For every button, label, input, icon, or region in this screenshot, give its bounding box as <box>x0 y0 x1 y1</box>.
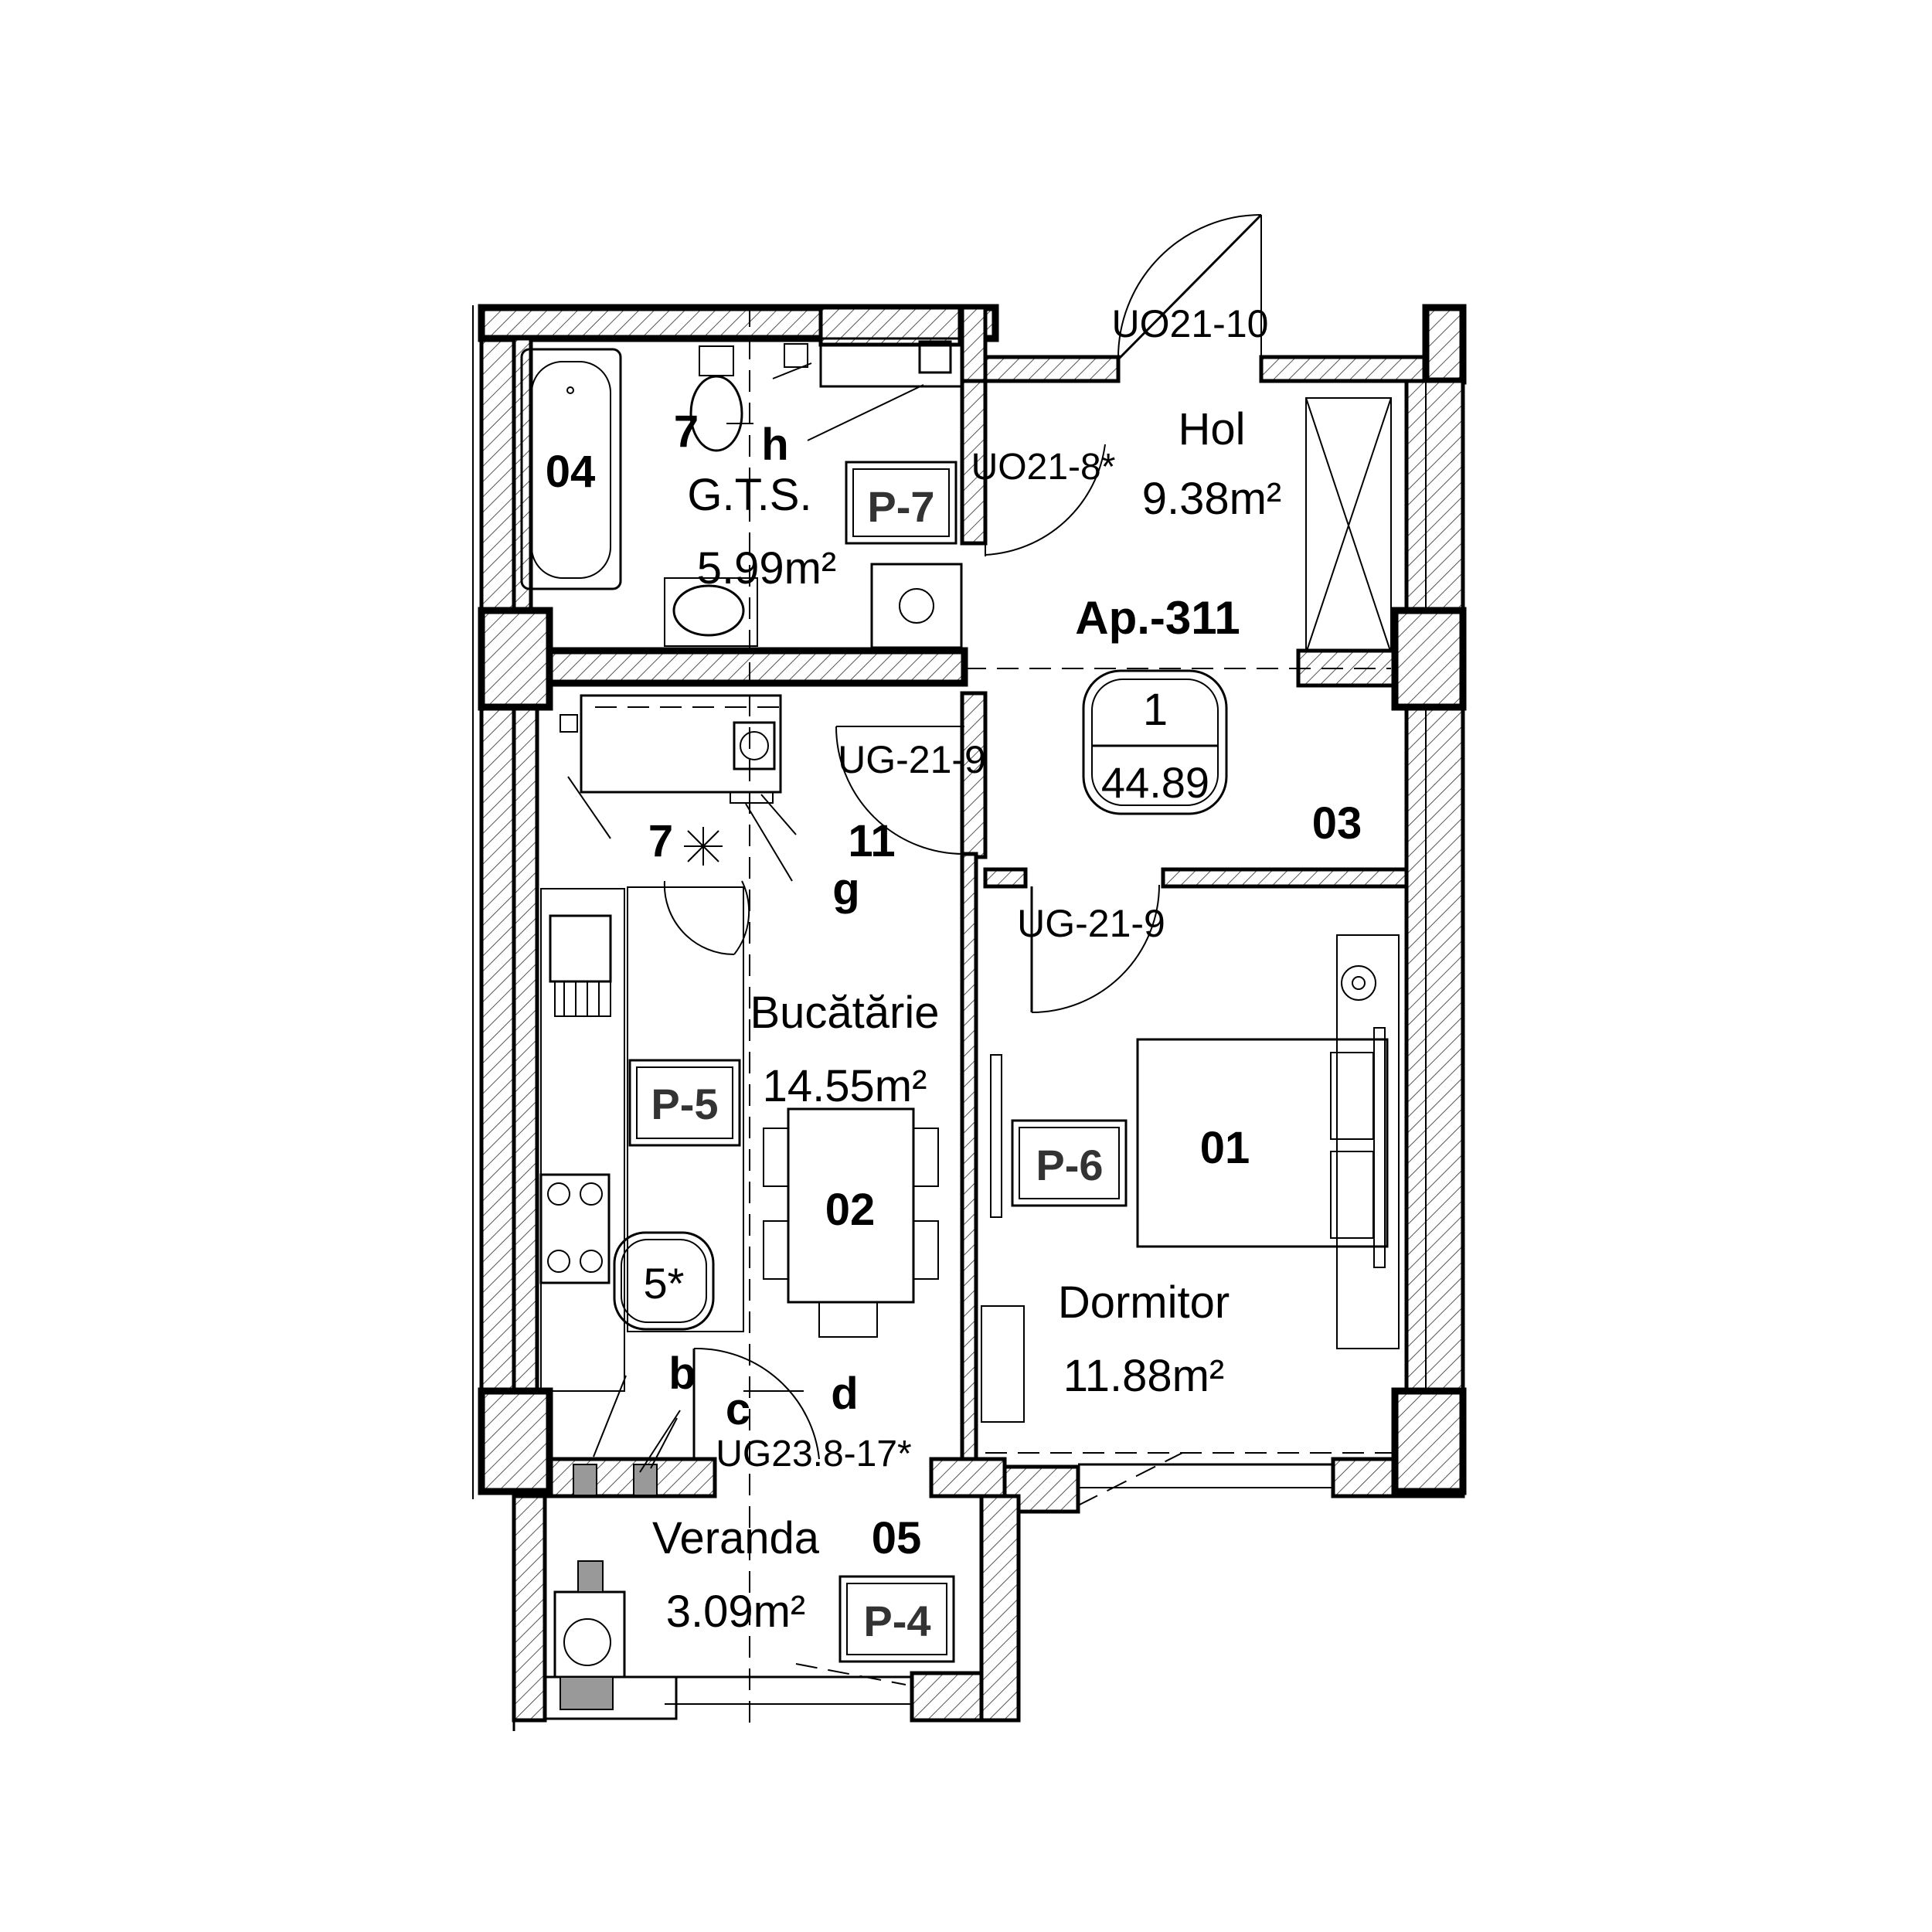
apartment-number: 1 <box>1143 685 1168 735</box>
kitchen-sink <box>549 914 612 1017</box>
tag-p6-text: P-6 <box>1036 1141 1103 1189</box>
stove-badge-text: 5* <box>644 1259 685 1308</box>
bedroom-door[interactable] <box>1030 884 1160 1013</box>
bath-pipe-marker: h <box>761 420 788 470</box>
bathroom-door[interactable] <box>985 390 1106 556</box>
kitchen-shaft <box>560 694 782 804</box>
hall-name: Hol <box>1178 404 1245 454</box>
tag-p7-text: P-7 <box>867 482 934 531</box>
bath-fixture-marker: 7 <box>674 406 699 457</box>
stove <box>539 1173 611 1284</box>
kitchen-vent-marker: 11 <box>848 816 895 866</box>
dining-table <box>763 1107 939 1338</box>
kitchen-door[interactable] <box>835 726 965 855</box>
hall-area: 9.38m² <box>1142 474 1282 524</box>
apartment-total-area: 44.89 <box>1101 758 1209 807</box>
kitchen-fixture-marker: 7 <box>648 816 673 866</box>
veranda-d-marker: d <box>831 1369 858 1419</box>
tag-p5: P-5 <box>628 1059 741 1147</box>
labels: UO21-10 Hol 9.38m² UO21-8* Ap.-311 04 G.… <box>546 302 1362 1637</box>
veranda-door-label: UG23.8-17* <box>716 1434 911 1475</box>
bathroom-area: 5.99m² <box>697 543 837 594</box>
grid-lines <box>595 305 1406 1723</box>
veranda-code: 05 <box>872 1513 922 1563</box>
veranda-door[interactable] <box>692 1347 820 1460</box>
bathtub <box>520 348 622 590</box>
veranda-c-marker: c <box>726 1384 750 1434</box>
washbasin <box>664 577 758 647</box>
toilet <box>689 345 743 452</box>
veranda-name: Veranda <box>652 1513 820 1563</box>
tag-p4: P-4 <box>838 1575 955 1663</box>
kitchen-area: 14.55m² <box>763 1061 927 1111</box>
bath-shaft <box>784 337 963 388</box>
stove-badge: 5* <box>613 1231 715 1331</box>
bedroom-door-label: UG-21-9 <box>1017 902 1165 945</box>
kitchen-code: 02 <box>825 1185 876 1235</box>
bed <box>1136 934 1400 1349</box>
apartment-badge: 1 44.89 <box>1082 669 1228 815</box>
tag-p4-text: P-4 <box>863 1597 930 1645</box>
bathroom-door-label: UO21-8* <box>971 447 1116 488</box>
veranda-area: 3.09m² <box>666 1587 806 1637</box>
veranda-boiler <box>553 1464 658 1710</box>
columns <box>478 607 1467 1495</box>
entrance-door[interactable] <box>1117 213 1263 361</box>
tag-p7: P-7 <box>845 461 957 545</box>
hall-code: 03 <box>1312 798 1362 849</box>
entrance-door-label: UO21-10 <box>1112 302 1269 345</box>
ceiling-light-icon <box>684 827 723 866</box>
kitchen-counter <box>540 886 744 1392</box>
bedroom-area: 11.88m² <box>1063 1351 1224 1401</box>
bathroom-code: 04 <box>546 447 596 497</box>
bedroom-wardrobe <box>981 1054 1025 1423</box>
washing-machine <box>870 563 963 649</box>
kitchen-inner-door[interactable] <box>663 880 750 956</box>
kitchen-pipe-marker: g <box>832 864 859 914</box>
tag-p6: P-6 <box>1011 1119 1128 1207</box>
kitchen-name: Bucătărie <box>750 988 939 1038</box>
bedroom-name: Dormitor <box>1058 1277 1230 1328</box>
bedroom-code: 01 <box>1200 1123 1250 1173</box>
apartment-name: Ap.-311 <box>1075 592 1240 644</box>
plant-icon <box>1341 965 1376 1001</box>
veranda-b-marker: b <box>668 1349 696 1399</box>
kitchen-door-label: UG-21-9 <box>838 738 986 781</box>
leader-lines <box>567 362 924 1685</box>
bathroom-name: G.T.S. <box>687 470 811 520</box>
bedroom-balcony-door[interactable] <box>1077 1452 1183 1506</box>
tag-p5-text: P-5 <box>651 1080 718 1128</box>
